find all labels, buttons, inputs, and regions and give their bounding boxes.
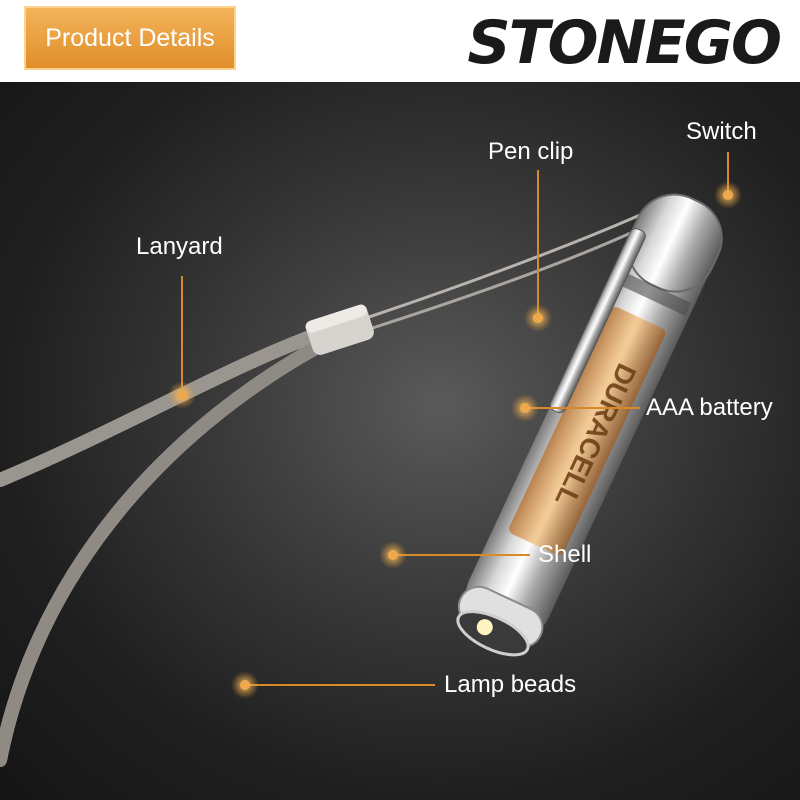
lanyard-slider (305, 304, 374, 355)
callout-lines (181, 152, 729, 686)
callout-dots (168, 181, 742, 699)
brand-logo: STONEGO (467, 8, 782, 78)
product-details-tag: Product Details (24, 6, 236, 70)
aaa-battery (509, 307, 666, 556)
label-pen-clip: Pen clip (488, 138, 574, 165)
product-photo: DURACELL Switch Pen clip La (0, 82, 800, 800)
label-shell: Shell (538, 541, 592, 568)
penlight-body: DURACELL (456, 193, 723, 657)
pen-clip-part (549, 228, 646, 414)
label-switch: Switch (686, 118, 757, 145)
penlight-illustration: DURACELL (0, 152, 742, 767)
label-aaa-battery: AAA battery (646, 394, 773, 421)
header-bar: Product Details STONEGO (0, 0, 800, 82)
label-lamp-beads: Lamp beads (444, 671, 577, 698)
label-lanyard: Lanyard (136, 233, 223, 260)
